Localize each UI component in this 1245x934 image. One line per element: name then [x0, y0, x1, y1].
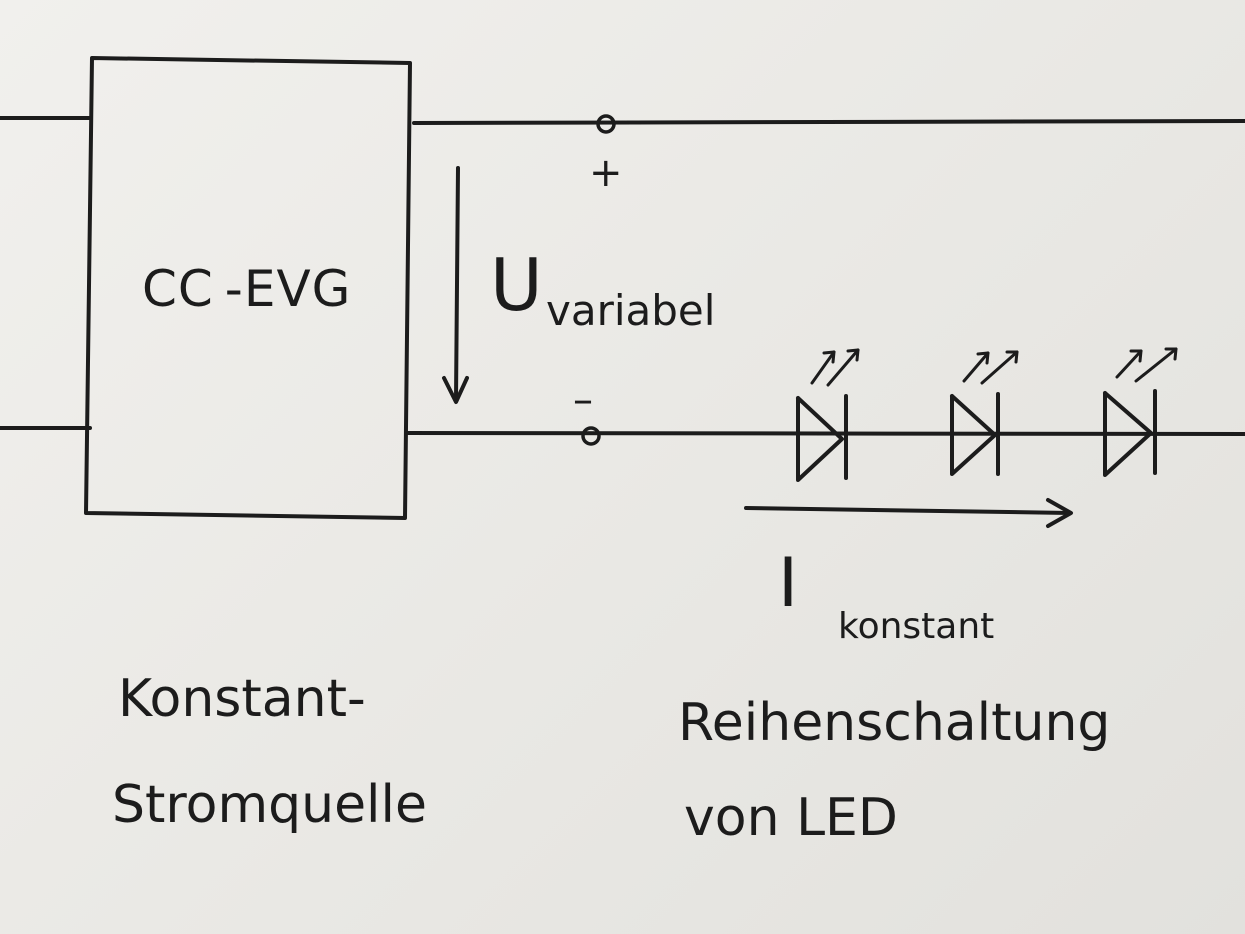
caption-left-line2: Stromquelle: [112, 775, 427, 835]
terminal-plus: [596, 114, 616, 134]
current-arrow-shaft: [744, 506, 1072, 515]
plus-sign: +: [589, 150, 623, 196]
caption-right-line2: von LED: [684, 788, 898, 848]
current-symbol: I: [778, 544, 798, 623]
terminal-minus: [581, 426, 601, 446]
current-arrow-head: [1046, 498, 1073, 528]
led-1: [796, 348, 860, 482]
output-wire-plus: [412, 119, 1245, 125]
led-1-triangle: [796, 396, 844, 482]
led-2: [950, 350, 1019, 476]
caption-left-line1: Konstant-: [118, 669, 366, 729]
caption-right-line1: Reihenschaltung: [678, 693, 1110, 753]
current-subscript: konstant: [838, 606, 994, 647]
led-3-emission-arrows-icon: [1115, 347, 1178, 383]
voltage-subscript: variabel: [546, 286, 715, 335]
cc-evg-block: [84, 56, 412, 520]
voltage-arrow-head: [442, 376, 469, 404]
output-wire-minus: [406, 431, 1245, 436]
led-3-triangle: [1103, 391, 1153, 477]
minus-sign: –: [573, 377, 593, 423]
led-2-triangle: [950, 394, 997, 476]
led-1-emission-arrows-icon: [810, 348, 860, 387]
led-2-emission-arrows-icon: [962, 350, 1019, 385]
voltage-arrow-shaft: [454, 166, 460, 402]
led-3: [1103, 347, 1178, 477]
cc-evg-label: CC -EVG: [142, 260, 351, 318]
voltage-symbol: U: [490, 243, 543, 327]
